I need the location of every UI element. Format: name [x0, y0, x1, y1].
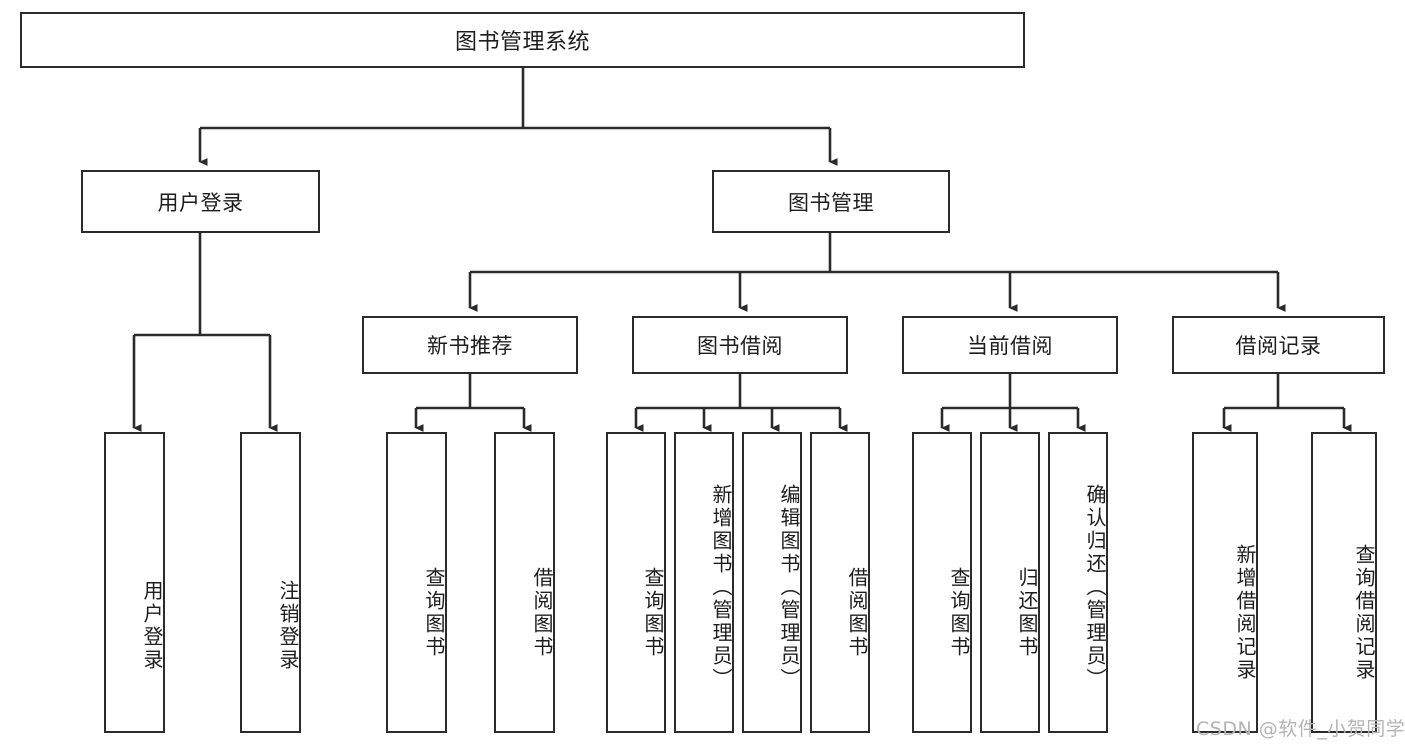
csdn-watermark: CSDN @软件_小贺同学: [1196, 718, 1405, 740]
node-book-borrow[interactable]: 图书借阅: [632, 316, 848, 374]
leaf-user-login-logout[interactable]: 注销登录: [240, 432, 301, 733]
leaf-book-borrow-add-admin[interactable]: 新增图书（管理员）: [674, 432, 734, 733]
leaf-book-borrow-borrow[interactable]: 借阅图书: [810, 432, 870, 733]
leaf-new-book-borrow[interactable]: 借阅图书: [494, 432, 555, 733]
leaf-book-borrow-query[interactable]: 查询图书: [606, 432, 666, 733]
leaf-borrow-record-query[interactable]: 查询借阅记录: [1311, 432, 1377, 733]
leaf-current-borrow-query[interactable]: 查询图书: [912, 432, 972, 733]
leaf-new-book-query[interactable]: 查询图书: [386, 432, 447, 733]
leaf-book-borrow-edit-admin[interactable]: 编辑图书（管理员）: [742, 432, 802, 733]
node-borrow-record[interactable]: 借阅记录: [1172, 316, 1385, 374]
leaf-current-borrow-confirm-admin[interactable]: 确认归还（管理员）: [1048, 432, 1108, 733]
leaf-borrow-record-add[interactable]: 新增借阅记录: [1192, 432, 1258, 733]
leaf-current-borrow-return[interactable]: 归还图书: [980, 432, 1040, 733]
leaf-user-login-login[interactable]: 用户登录: [104, 432, 165, 733]
node-new-book-recommend[interactable]: 新书推荐: [362, 316, 578, 374]
node-current-borrow[interactable]: 当前借阅: [902, 316, 1118, 374]
node-book-management[interactable]: 图书管理: [712, 170, 950, 233]
node-root-system[interactable]: 图书管理系统: [20, 12, 1025, 68]
node-user-login[interactable]: 用户登录: [81, 170, 320, 233]
